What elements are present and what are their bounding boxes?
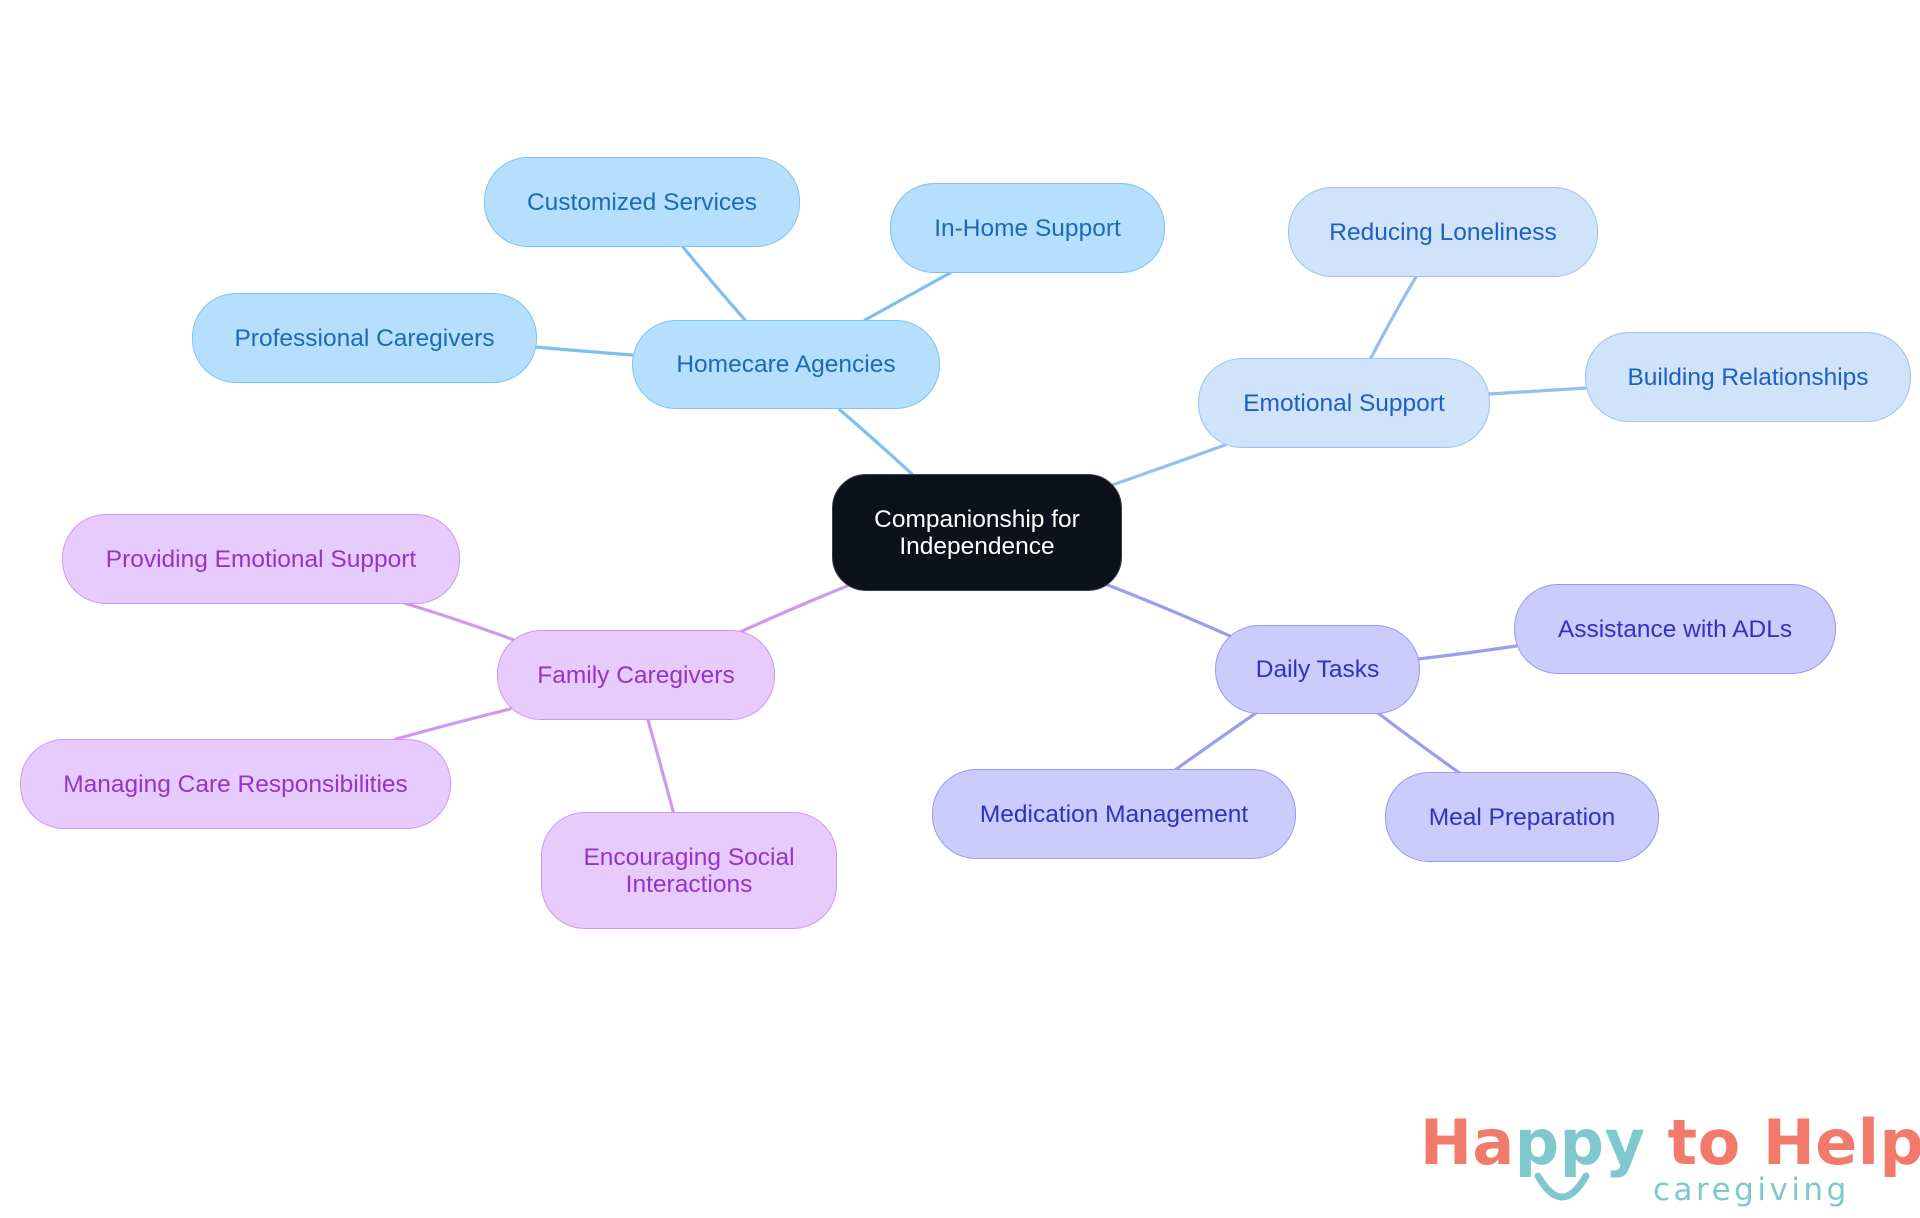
leaf-in-home-support[interactable]: In-Home Support [890, 183, 1165, 273]
leaf-label: Assistance with ADLs [1557, 615, 1793, 643]
leaf-label: Professional Caregivers [234, 324, 495, 352]
connector-homecare-inhome [863, 271, 952, 322]
leaf-professional-caregivers[interactable]: Professional Caregivers [192, 293, 537, 383]
leaf-providing-emotional-support[interactable]: Providing Emotional Support [62, 514, 460, 604]
leaf-label: Meal Preparation [1428, 803, 1616, 831]
leaf-medication-management[interactable]: Medication Management [932, 769, 1296, 859]
leaf-label: Managing Care Responsibilities [63, 770, 408, 798]
leaf-label: Building Relationships [1627, 363, 1869, 391]
leaf-assistance-with-adls[interactable]: Assistance with ADLs [1514, 584, 1836, 674]
connector-daily-meal [1376, 711, 1463, 776]
connector-family-providing [402, 601, 516, 642]
connector-daily-adls [1416, 644, 1518, 661]
leaf-customized-services[interactable]: Customized Services [484, 157, 800, 247]
logo-title-part1: Ha [1420, 1106, 1515, 1179]
connector-homecare-professional [533, 345, 634, 357]
leaf-label: Providing Emotional Support [105, 545, 417, 573]
branch-label: Daily Tasks [1255, 656, 1380, 683]
connector-emotional-relationships [1487, 386, 1588, 396]
connector-homecare-customized [681, 245, 747, 322]
logo-title: Happy to Help [1420, 1108, 1920, 1178]
branch-label: Homecare Agencies [676, 351, 896, 378]
branch-label: Emotional Support [1243, 389, 1445, 417]
leaf-label: Reducing Loneliness [1329, 218, 1557, 246]
leaf-label: Medication Management [979, 800, 1249, 828]
root-node-label: Companionship for Independence [874, 505, 1080, 560]
leaf-meal-preparation[interactable]: Meal Preparation [1385, 772, 1659, 862]
branch-family-caregivers[interactable]: Family Caregivers [497, 630, 775, 720]
branch-homecare-agencies[interactable]: Homecare Agencies [632, 320, 940, 409]
branch-label: Family Caregivers [537, 661, 735, 689]
root-node[interactable]: Companionship for Independence [832, 474, 1122, 591]
connector-daily-medication [1173, 711, 1258, 772]
leaf-reducing-loneliness[interactable]: Reducing Loneliness [1288, 187, 1598, 277]
logo-subtitle: caregiving [1653, 1172, 1850, 1208]
connector-emotional-loneliness [1368, 275, 1418, 362]
leaf-label: Customized Services [526, 188, 758, 216]
branch-emotional-support[interactable]: Emotional Support [1198, 358, 1490, 448]
connector-root-emotional [1110, 443, 1227, 487]
leaf-building-relationships[interactable]: Building Relationships [1585, 332, 1911, 422]
branch-daily-tasks[interactable]: Daily Tasks [1215, 625, 1420, 714]
connector-family-managing [394, 707, 512, 741]
connector-root-family [738, 582, 854, 634]
leaf-label: Encouraging Social Interactions [583, 843, 795, 898]
connector-root-daily [1098, 580, 1232, 638]
leaf-label: In-Home Support [934, 214, 1121, 242]
leaf-encouraging-social-interactions[interactable]: Encouraging Social Interactions [541, 812, 837, 929]
happy-to-help-logo: Happy to Help caregiving [1420, 1108, 1920, 1218]
connector-root-homecare [838, 408, 915, 477]
smile-icon [1534, 1172, 1590, 1201]
logo-title-part2: ppy [1514, 1106, 1646, 1179]
leaf-managing-care-responsibilities[interactable]: Managing Care Responsibilities [20, 739, 451, 829]
connector-family-encouraging [646, 718, 675, 813]
logo-title-part3: to Help [1645, 1106, 1920, 1179]
